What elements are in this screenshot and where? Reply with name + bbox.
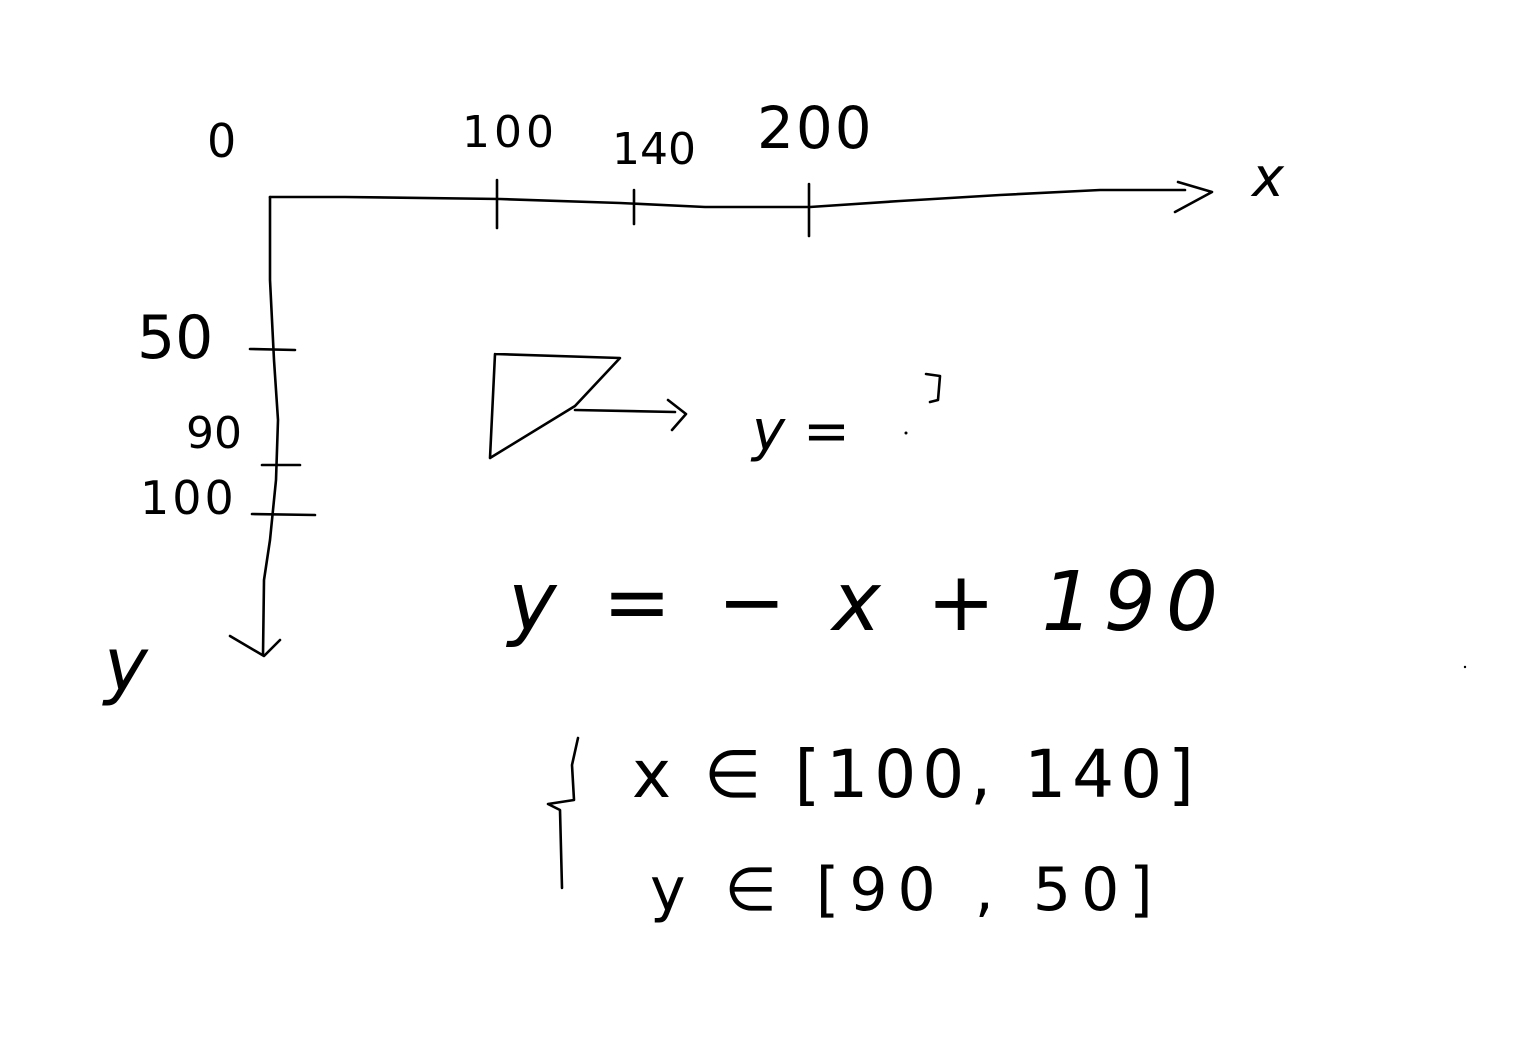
y-axis: y 50 90 100: [102, 195, 317, 708]
x-axis: x 0 100 140 200: [207, 94, 1285, 238]
x-axis-label: x: [1250, 146, 1285, 209]
triangle-arrow-line: [573, 408, 677, 414]
x-tick-label-140: 140: [612, 124, 696, 175]
y-range-constraint: y ∈ [90 , 50]: [650, 855, 1163, 925]
y-axis-line: [261, 195, 280, 657]
triangle-arrowhead: [666, 398, 688, 432]
x-tick-label-100: 100: [462, 107, 558, 158]
triangle-note: y =: [488, 352, 942, 464]
y-tick-label-90: 90: [186, 408, 242, 459]
note-scribble-mark: [924, 372, 942, 404]
line-equation: y = − x + 190: [505, 555, 1228, 650]
x-axis-line: [268, 188, 1187, 209]
constraint-brace: [546, 736, 580, 890]
y-axis-label: y: [102, 622, 149, 708]
triangle-shape: [488, 352, 622, 460]
origin-label: 0: [207, 114, 236, 168]
y-tick-label-50: 50: [137, 303, 213, 373]
triangle-note-text: y =: [750, 399, 850, 464]
x-range-constraint: x ∈ [100, 140]: [632, 736, 1200, 813]
y-tick-100: [250, 512, 317, 517]
x-axis-arrowhead: [1173, 180, 1214, 214]
stray-dot: [1463, 665, 1467, 669]
y-tick-50: [248, 347, 297, 352]
y-axis-arrowhead: [228, 634, 282, 658]
x-tick-label-200: 200: [757, 94, 874, 162]
constraint-block: x ∈ [100, 140] y ∈ [90 , 50]: [546, 736, 1200, 925]
y-tick-label-100: 100: [140, 471, 237, 525]
note-dot: [904, 431, 908, 435]
